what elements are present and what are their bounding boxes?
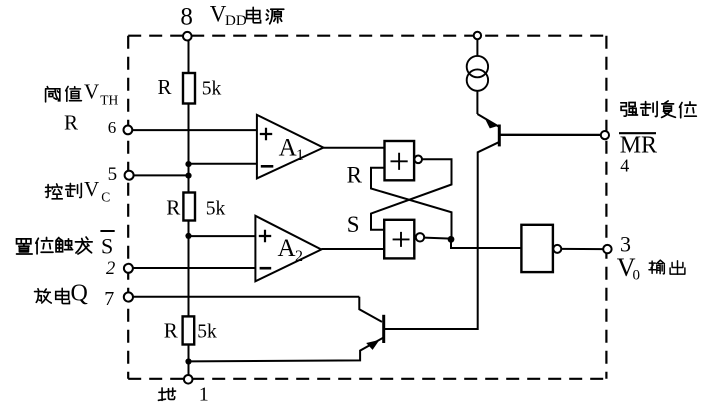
svg-text:DD: DD: [225, 13, 247, 29]
svg-text:V: V: [84, 177, 99, 201]
svg-text:S: S: [347, 212, 360, 237]
svg-text:2: 2: [295, 248, 303, 265]
svg-text:R: R: [158, 75, 172, 99]
svg-text:MR: MR: [620, 133, 657, 159]
svg-text:5k: 5k: [202, 79, 222, 100]
svg-text:3: 3: [620, 231, 631, 256]
svg-text:5: 5: [108, 164, 118, 185]
svg-text:R: R: [166, 196, 180, 220]
svg-text:C: C: [101, 189, 110, 204]
svg-text:R: R: [164, 319, 178, 343]
svg-text:R: R: [64, 111, 78, 135]
svg-text:V: V: [617, 253, 636, 282]
svg-text:2: 2: [106, 259, 115, 279]
svg-text:Q: Q: [71, 281, 88, 307]
svg-text:1: 1: [296, 147, 304, 164]
svg-text:V: V: [84, 80, 99, 104]
svg-text:7: 7: [104, 288, 114, 310]
svg-text:A: A: [279, 134, 297, 161]
svg-text:A: A: [278, 235, 296, 262]
svg-text:5k: 5k: [206, 199, 226, 220]
svg-text:TH: TH: [100, 92, 118, 107]
svg-text:0: 0: [633, 268, 641, 284]
svg-text:R: R: [347, 163, 363, 188]
svg-text:S: S: [101, 233, 113, 258]
svg-text:5k: 5k: [197, 322, 217, 343]
svg-text:V: V: [210, 2, 227, 27]
svg-text:8: 8: [180, 4, 193, 31]
svg-text:4: 4: [620, 156, 629, 176]
svg-text:1: 1: [199, 384, 209, 406]
svg-text:6: 6: [108, 118, 117, 137]
